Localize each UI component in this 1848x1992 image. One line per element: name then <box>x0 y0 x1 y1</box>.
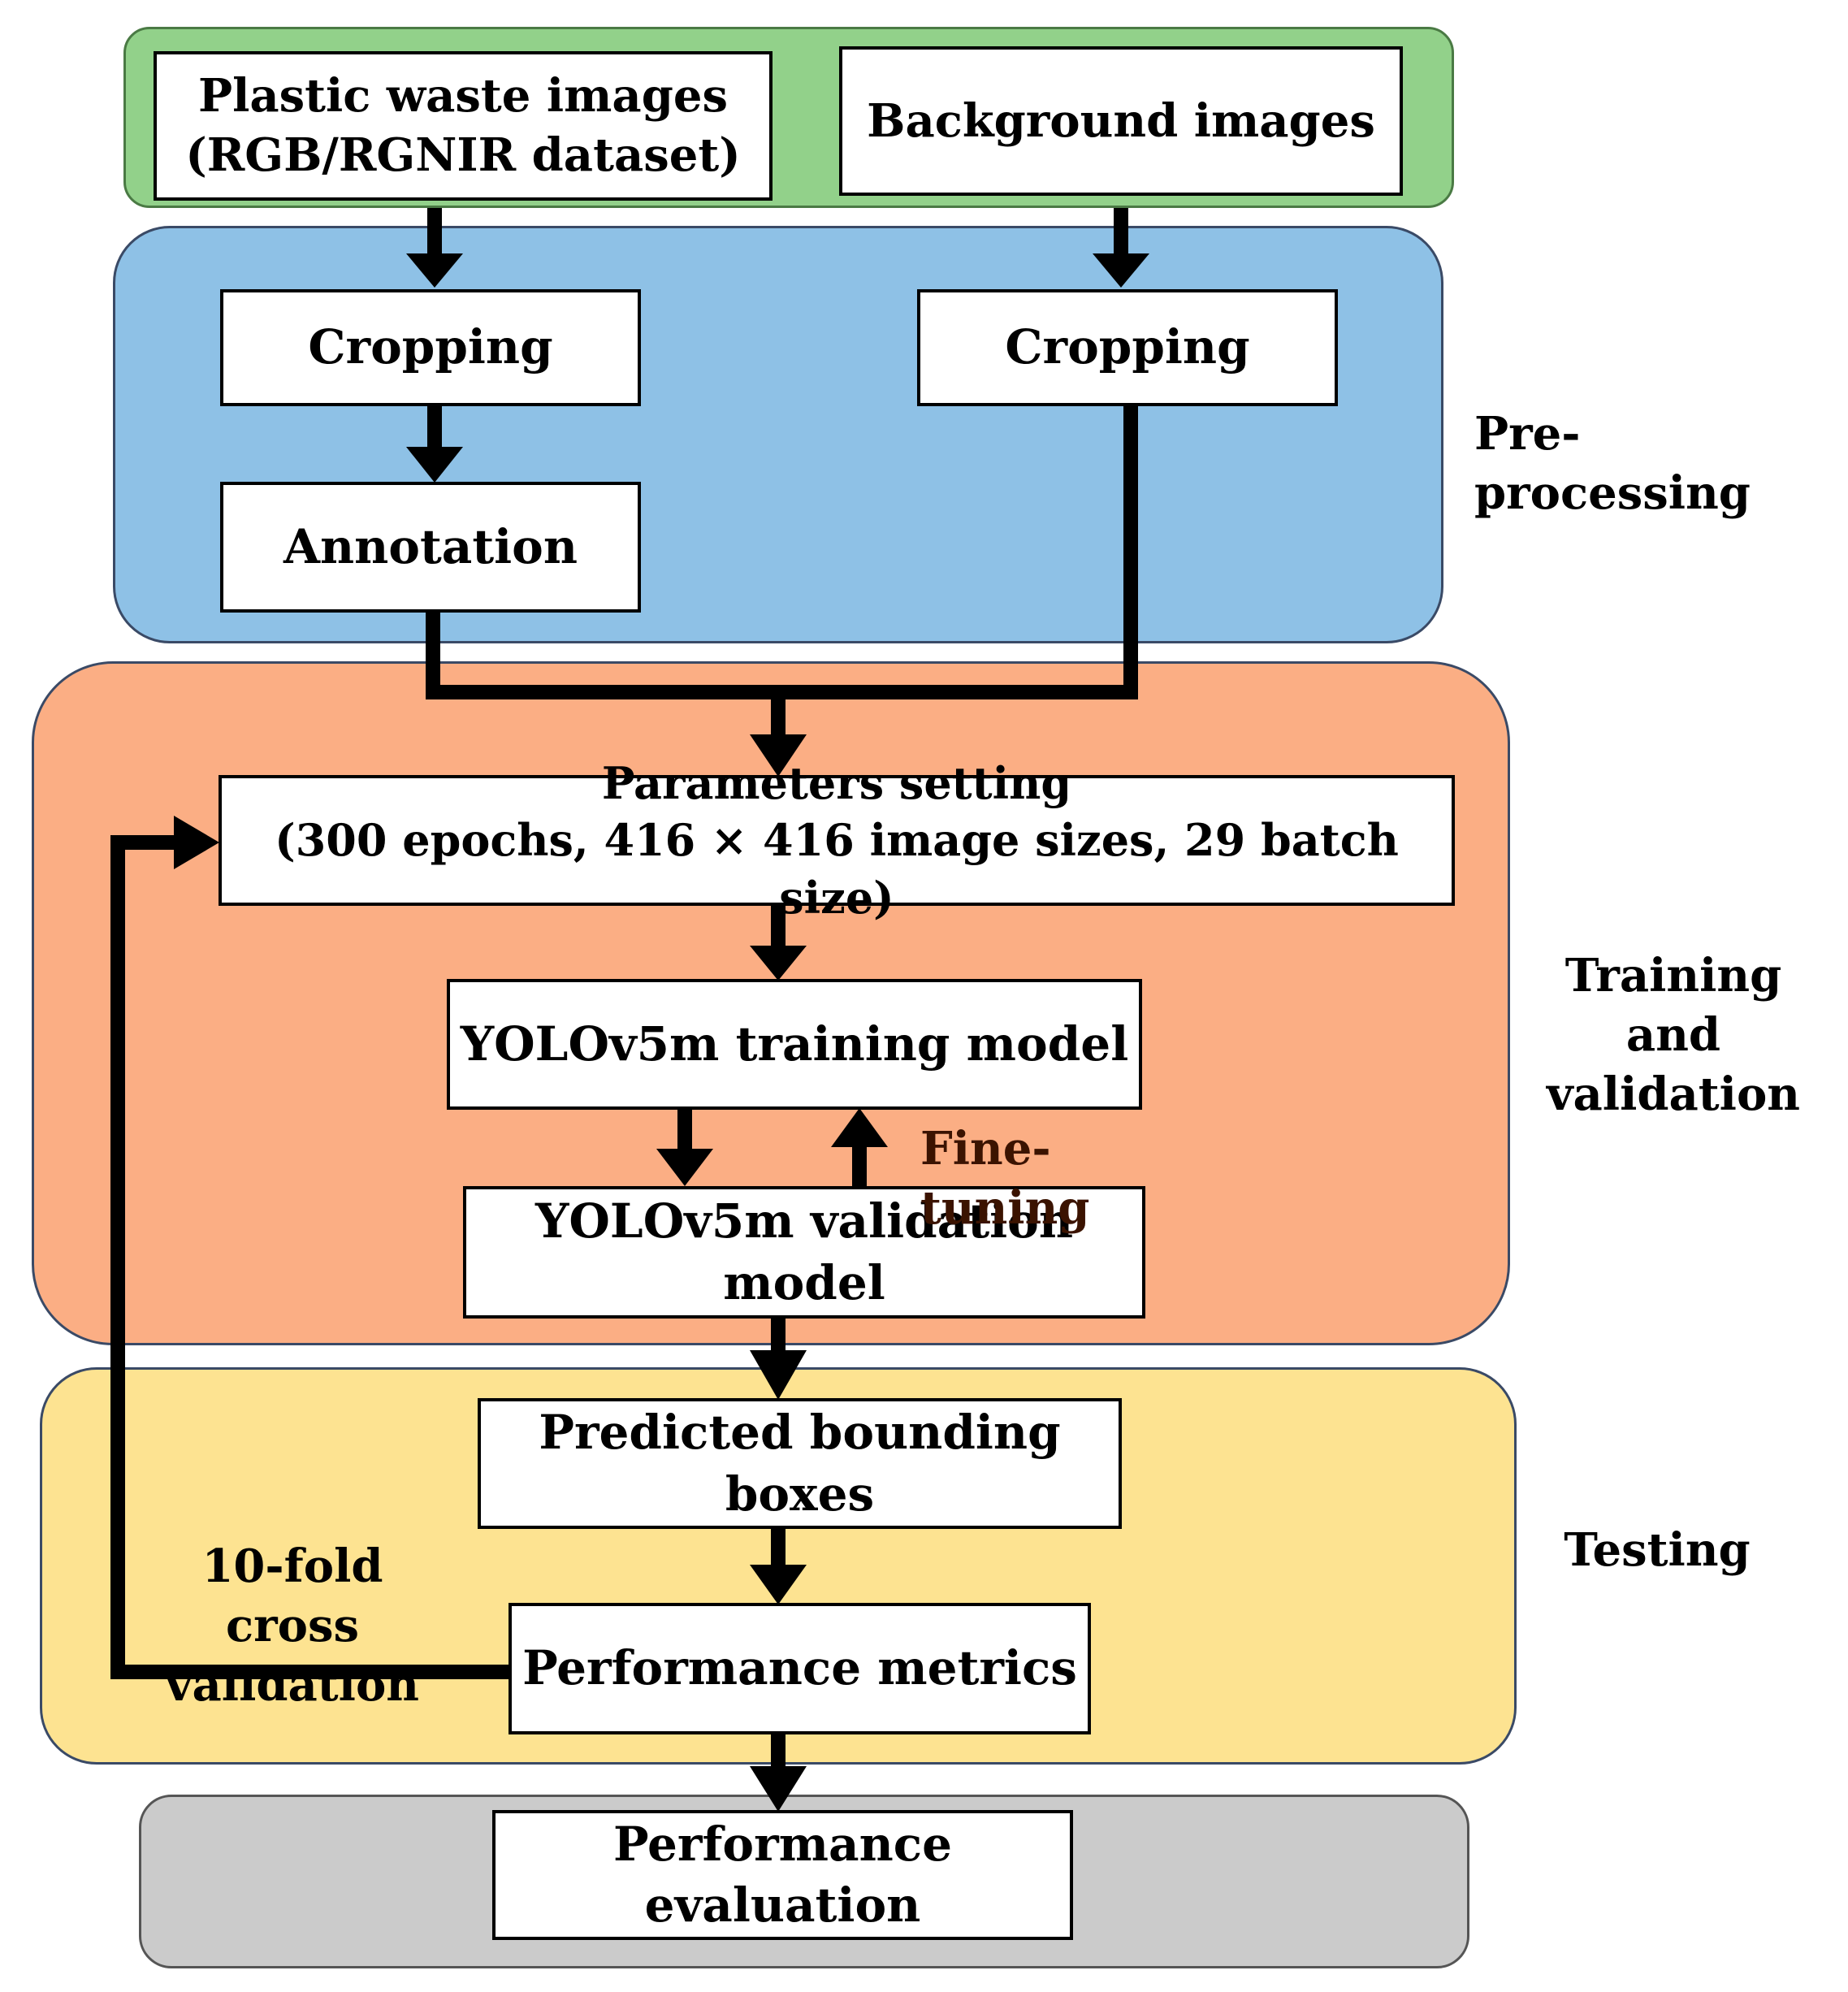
yolo-validation-model-line2: model <box>723 1254 885 1310</box>
cross-validation-label: 10-fold cross validation <box>130 1537 455 1714</box>
yolo-training-model-label: YOLOv5m training model <box>460 1015 1129 1072</box>
fine-tuning-label: Fine-tuning <box>920 1122 1090 1235</box>
background-images-label: Background images <box>867 93 1375 148</box>
cropping-right-label: Cropping <box>1005 319 1250 375</box>
performance-evaluation-box: Performance evaluation <box>492 1810 1073 1940</box>
arrowhead <box>406 253 463 288</box>
yolo-validation-model-box: YOLOv5m validation model <box>463 1186 1145 1319</box>
annotation-box: Annotation <box>220 482 641 613</box>
background-images-box: Background images <box>839 46 1403 196</box>
annotation-label: Annotation <box>283 518 578 574</box>
arrowhead <box>750 1766 807 1812</box>
predicted-bounding-boxes-box: Predicted bounding boxes <box>478 1398 1122 1529</box>
cropping-left-box: Cropping <box>220 289 641 406</box>
connector-cross-validation-loop <box>110 835 510 1679</box>
arrowhead <box>174 816 219 869</box>
parameters-setting-line2: (300 epochs, 416 × 416 image sizes, 29 b… <box>275 814 1399 924</box>
performance-evaluation-line1: Performance <box>612 1816 953 1872</box>
predicted-bounding-boxes-line1: Predicted bounding <box>539 1405 1061 1461</box>
plastic-waste-images-line2: (RGB/RGNIR dataset) <box>185 128 741 182</box>
parameters-setting-line1: Parameters setting <box>601 757 1072 810</box>
preprocessing-stage-label: Pre-processing <box>1474 407 1751 520</box>
plastic-waste-images-box: Plastic waste images (RGB/RGNIR dataset) <box>154 51 773 201</box>
training-stage-label-line2: validation <box>1546 1067 1801 1121</box>
arrowheads <box>174 253 1149 1812</box>
parameters-setting-box: Parameters setting (300 epochs, 416 × 41… <box>219 757 1455 924</box>
performance-evaluation-line2: evaluation <box>644 1877 921 1933</box>
training-stage-label-line1: Training and <box>1565 949 1782 1062</box>
cross-validation-label-line1: 10-fold cross <box>201 1539 383 1652</box>
cross-validation-label-line2: validation <box>165 1657 420 1712</box>
arrowhead <box>750 946 807 981</box>
yolo-validation-model-line1: YOLOv5m validation <box>534 1193 1073 1249</box>
cropping-right-box: Cropping <box>917 289 1338 406</box>
arrowhead <box>406 447 463 483</box>
predicted-bounding-boxes-line2: boxes <box>725 1466 875 1522</box>
arrowhead <box>656 1149 713 1186</box>
training-stage-label: Training and validation <box>1511 946 1836 1124</box>
arrowhead <box>1093 253 1149 288</box>
performance-metrics-label: Performance metrics <box>522 1640 1077 1696</box>
performance-metrics-box: Performance metrics <box>509 1603 1091 1734</box>
arrowhead <box>750 734 807 777</box>
plastic-waste-images-line1: Plastic waste images <box>197 69 729 123</box>
testing-stage-label: Testing <box>1564 1523 1751 1577</box>
yolo-training-model-box: YOLOv5m training model <box>447 979 1142 1110</box>
arrowhead <box>750 1565 807 1604</box>
cropping-left-label: Cropping <box>308 319 553 375</box>
arrowhead <box>831 1108 888 1147</box>
arrowhead <box>750 1350 807 1400</box>
